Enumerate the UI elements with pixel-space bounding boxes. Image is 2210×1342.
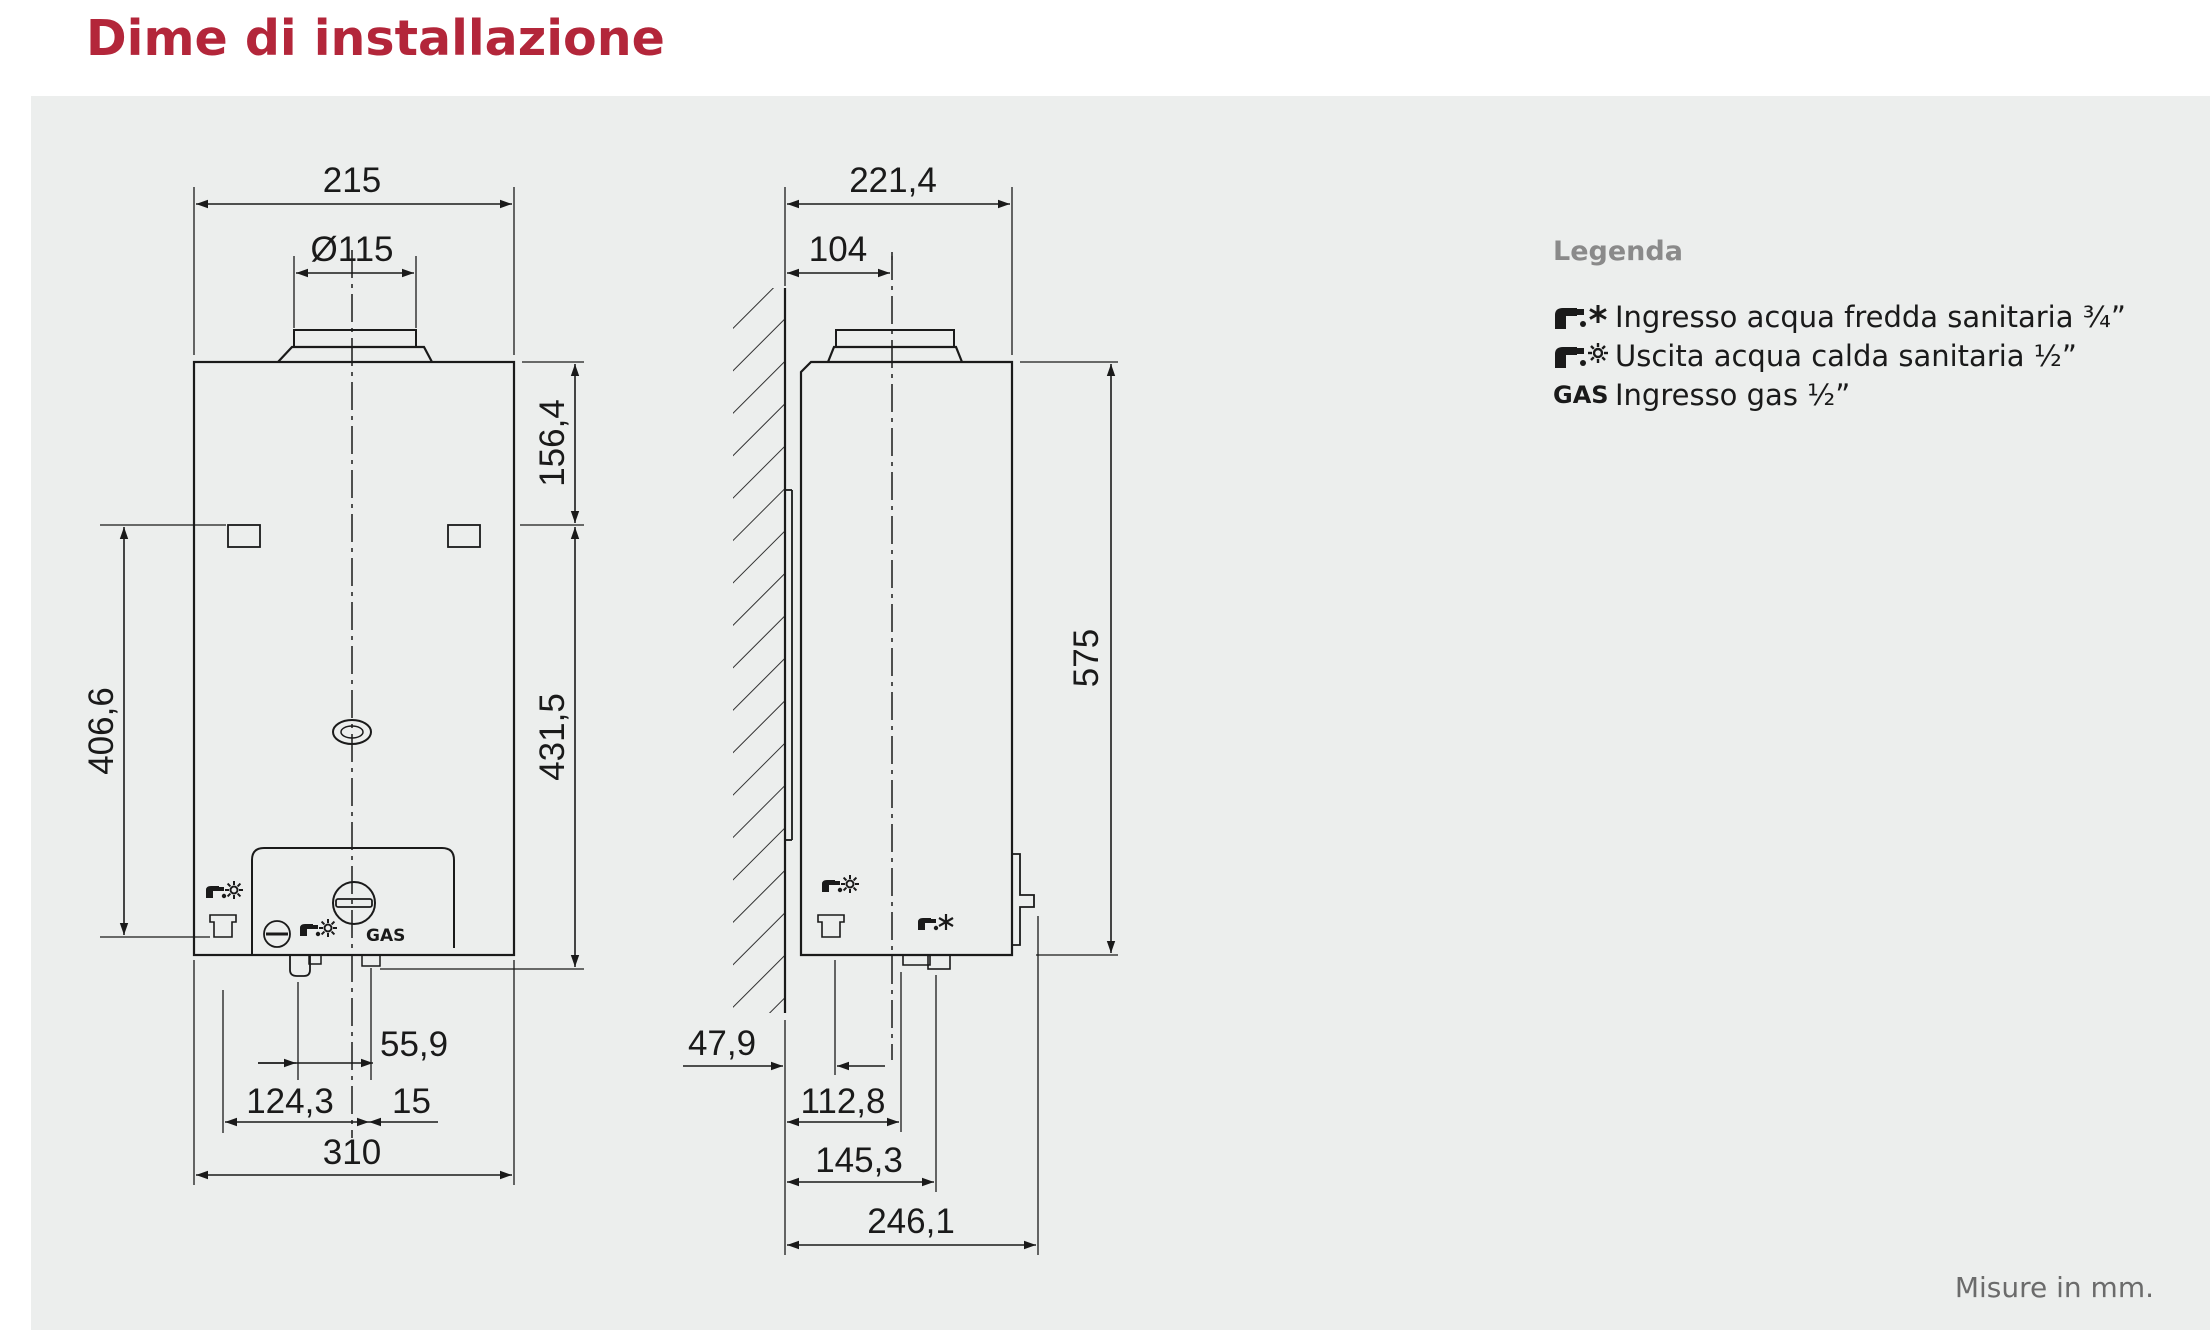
dim-height: 575 xyxy=(1067,629,1106,687)
heater-body-front xyxy=(192,360,516,957)
side-view xyxy=(683,187,1118,1255)
front-hot-water-symbol-2 xyxy=(300,918,338,938)
dim-bracket-to-bottom-left: 406,6 xyxy=(82,687,121,775)
side-cold-water-symbol xyxy=(918,912,955,932)
mounting-bracket-left xyxy=(227,524,261,548)
dim-hot-offset: 15 xyxy=(392,1082,431,1121)
legend-item-gas: GAS Ingresso gas ½” xyxy=(1553,375,2126,414)
side-hot-water-symbol xyxy=(822,874,860,894)
dim-depth-total: 221,4 xyxy=(849,161,937,200)
legend: Legenda Ingresso acqua fredda sanitaria … xyxy=(1553,236,2126,414)
legend-text-hot-water: Uscita acqua calda sanitaria ½” xyxy=(1615,338,2077,373)
mounting-bracket-right xyxy=(447,524,481,548)
dim-bracket-to-bottom-right: 431,5 xyxy=(533,693,572,781)
dim-cold-depth: 112,8 xyxy=(801,1082,886,1121)
dim-cold-offset: 124,3 xyxy=(246,1082,334,1121)
dim-gas-depth: 145,3 xyxy=(815,1141,903,1180)
cold-water-tap-icon xyxy=(1553,303,1615,331)
front-hot-water-symbol xyxy=(206,880,244,900)
dim-wall-gap: 47,9 xyxy=(688,1024,756,1063)
dim-width-top: 215 xyxy=(323,161,381,200)
dim-gas-offset: 55,9 xyxy=(380,1025,448,1064)
control-knob xyxy=(332,881,376,925)
dim-flue-diameter: Ø115 xyxy=(310,230,393,269)
dim-width-bottom: 310 xyxy=(323,1133,381,1172)
gas-symbol: GAS xyxy=(1553,380,1609,409)
units-note: Misure in mm. xyxy=(1954,1271,2154,1304)
legend-title: Legenda xyxy=(1553,236,1683,267)
gas-label: GAS xyxy=(366,926,405,946)
drawing-panel: GAS 215 Ø115 156,4 431,5 406,6 55,9 124,… xyxy=(31,96,2210,1330)
front-view xyxy=(100,187,584,1185)
heater-body-side xyxy=(799,360,1014,957)
legend-text-gas: Ingresso gas ½” xyxy=(1615,377,1851,412)
installation-drawing: GAS 215 Ø115 156,4 431,5 406,6 55,9 124,… xyxy=(82,161,1118,1255)
dim-depth-bottom: 246,1 xyxy=(867,1202,955,1241)
wall-hatching xyxy=(733,288,785,1013)
page-title: Dime di installazione xyxy=(86,10,665,67)
legend-text-cold-water: Ingresso acqua fredda sanitaria ¾” xyxy=(1615,299,2126,334)
hot-water-tap-icon xyxy=(1553,342,1615,370)
legend-item-cold-water: Ingresso acqua fredda sanitaria ¾” xyxy=(1553,297,2126,336)
legend-item-hot-water: Uscita acqua calda sanitaria ½” xyxy=(1553,336,2126,375)
dim-flue-offset: 104 xyxy=(809,230,867,269)
dim-top-to-brackets: 156,4 xyxy=(533,399,572,487)
